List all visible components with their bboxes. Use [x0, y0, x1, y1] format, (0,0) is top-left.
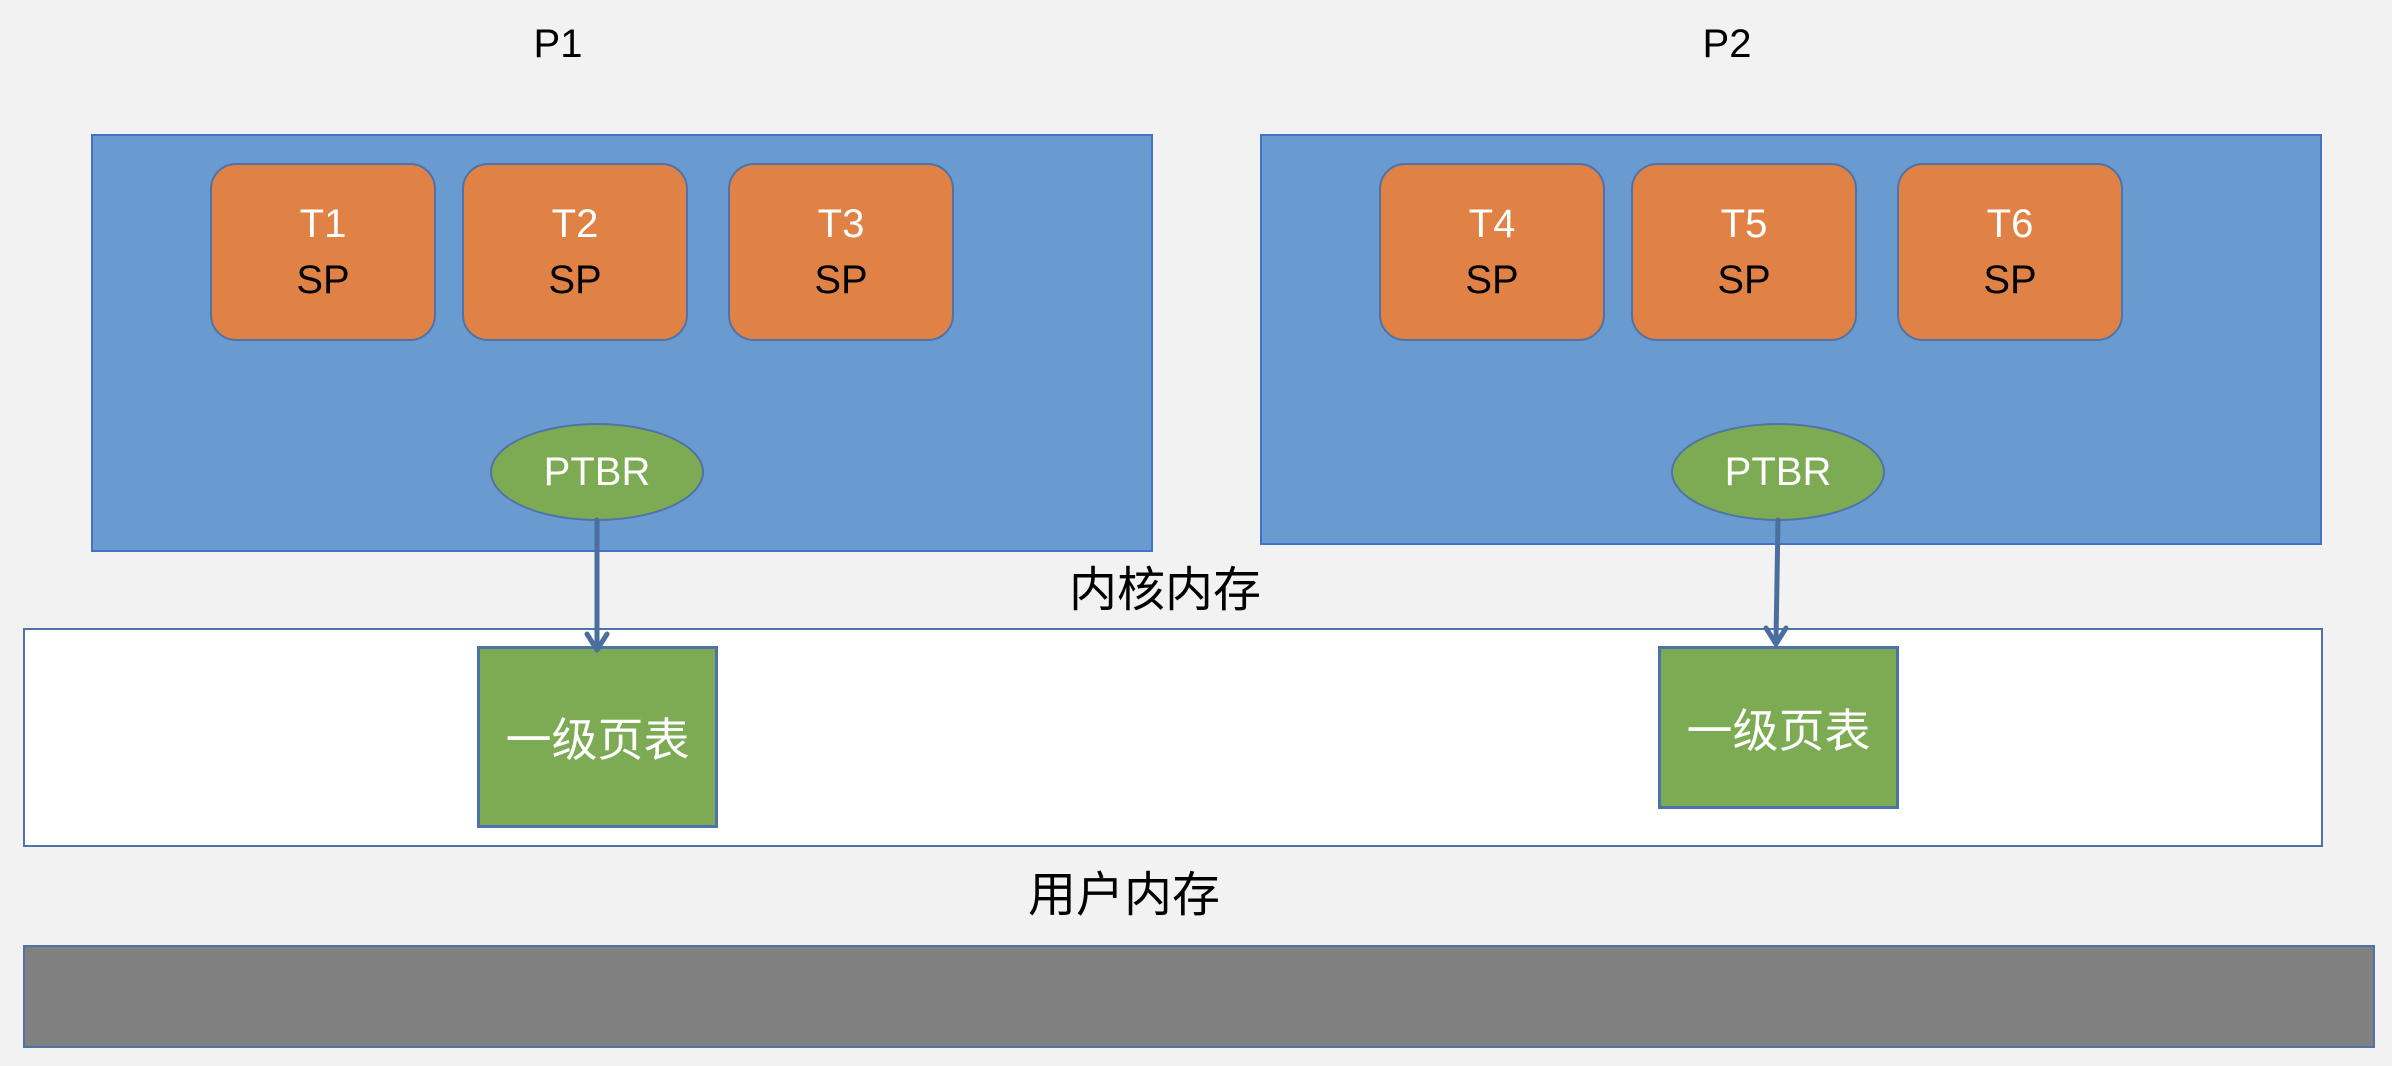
- stack-pointer-label: SP: [814, 258, 868, 302]
- process-label-p1: P1: [533, 22, 583, 66]
- thread-t3: T3 SP: [728, 163, 954, 341]
- arrow-ptbr-to-page-table-p2: [1763, 517, 1789, 647]
- process-label-p2: P2: [1702, 22, 1752, 66]
- thread-name: T4: [1468, 202, 1516, 246]
- stack-pointer-label: SP: [1983, 258, 2037, 302]
- thread-name: T1: [299, 202, 347, 246]
- thread-t1: T1 SP: [210, 163, 436, 341]
- ptbr-register-p1: PTBR: [490, 423, 704, 521]
- thread-name: T3: [817, 202, 865, 246]
- page-table-p1: 一级页表: [477, 646, 718, 828]
- ptbr-register-p2: PTBR: [1671, 423, 1885, 521]
- user-memory-label: 用户内存: [1027, 867, 1220, 923]
- thread-t6: T6 SP: [1897, 163, 2123, 341]
- thread-name: T5: [1720, 202, 1768, 246]
- thread-t5: T5 SP: [1631, 163, 1857, 341]
- thread-t2: T2 SP: [462, 163, 688, 341]
- stack-pointer-label: SP: [1465, 258, 1519, 302]
- page-table-p2: 一级页表: [1658, 646, 1899, 809]
- kernel-memory-label: 内核内存: [1068, 562, 1261, 618]
- stack-pointer-label: SP: [548, 258, 602, 302]
- thread-t4: T4 SP: [1379, 163, 1605, 341]
- user-memory-region: [23, 945, 2375, 1048]
- arrow-ptbr-to-page-table-p1: [584, 517, 610, 653]
- kernel-memory-region: [23, 628, 2323, 847]
- stack-pointer-label: SP: [296, 258, 350, 302]
- stack-pointer-label: SP: [1717, 258, 1771, 302]
- thread-name: T2: [551, 202, 599, 246]
- thread-name: T6: [1986, 202, 2034, 246]
